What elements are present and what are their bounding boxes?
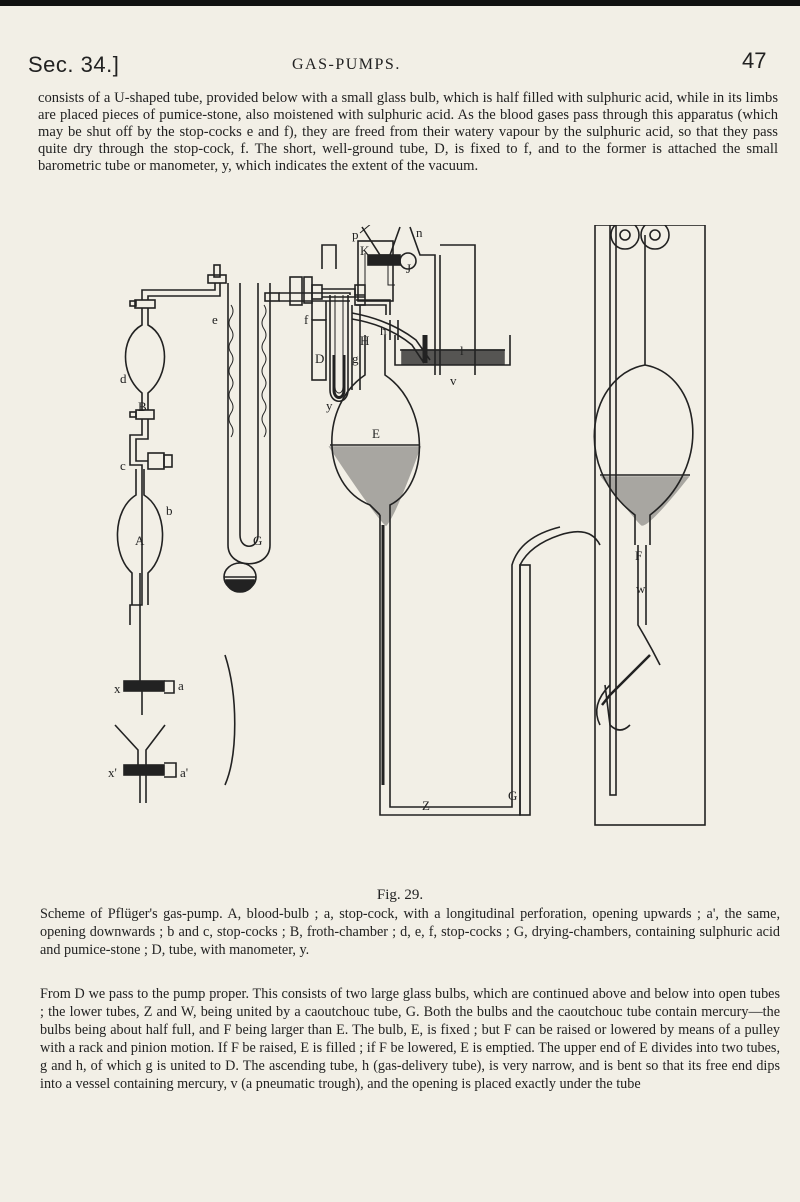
drying-chambers: [223, 276, 351, 593]
figure-caption: Scheme of Pflüger's gas-pump. A, blood-b…: [40, 906, 780, 958]
label-G-tube: G: [508, 788, 517, 803]
label-G: G: [253, 533, 262, 548]
figure-labels: p J n K h H l v e f D g y E F w d B G c …: [108, 225, 646, 813]
caoutchouc-tube: [379, 526, 601, 816]
label-f: f: [304, 312, 309, 327]
label-B: B: [138, 399, 147, 414]
label-J: J: [406, 261, 411, 276]
top-paragraph: consists of a U-shaped tube, provided be…: [38, 90, 778, 174]
label-p: p: [352, 227, 359, 242]
label-g: g: [352, 351, 359, 366]
manometer-and-tube-D: [303, 244, 391, 403]
body-paragraph: From D we pass to the pump proper. This …: [40, 986, 780, 1092]
label-y: y: [326, 398, 333, 413]
blood-bulb-apparatus: [114, 264, 236, 803]
label-x-prime: x': [108, 765, 117, 780]
label-K: K: [360, 243, 370, 258]
label-a-prime: a': [180, 765, 188, 780]
label-e: e: [212, 312, 218, 327]
label-h: h: [380, 323, 387, 338]
label-Z: Z: [422, 798, 430, 813]
running-title: GAS-PUMPS.: [292, 56, 401, 73]
label-l: l: [460, 343, 464, 358]
label-w: w: [636, 581, 646, 596]
page-header: Sec. 34.] GAS-PUMPS. 47: [0, 44, 800, 84]
bulb-F-and-pulley: [593, 220, 706, 826]
label-D: D: [315, 351, 324, 366]
label-v: v: [450, 373, 457, 388]
label-b: b: [166, 503, 173, 518]
label-E: E: [372, 426, 380, 441]
label-H: H: [360, 333, 369, 348]
figure-gas-pump: p J n K h H l v e f D g y E F w d B G c …: [90, 220, 790, 845]
label-n: n: [416, 225, 423, 240]
label-d: d: [120, 371, 127, 386]
label-c: c: [120, 458, 126, 473]
label-F: F: [635, 548, 642, 563]
label-A: A: [135, 533, 145, 548]
page-number: 47: [742, 48, 767, 73]
section-number: Sec. 34.]: [28, 52, 120, 77]
gas-pump-diagram: p J n K h H l v e f D g y E F w d B G c …: [108, 220, 706, 826]
top-border-rule: [0, 0, 800, 6]
label-a: a: [178, 678, 184, 693]
label-x: x: [114, 681, 121, 696]
figure-number: Fig. 29.: [376, 887, 424, 903]
bulb-E: [328, 335, 422, 785]
gas-delivery-and-trough: [351, 222, 511, 375]
